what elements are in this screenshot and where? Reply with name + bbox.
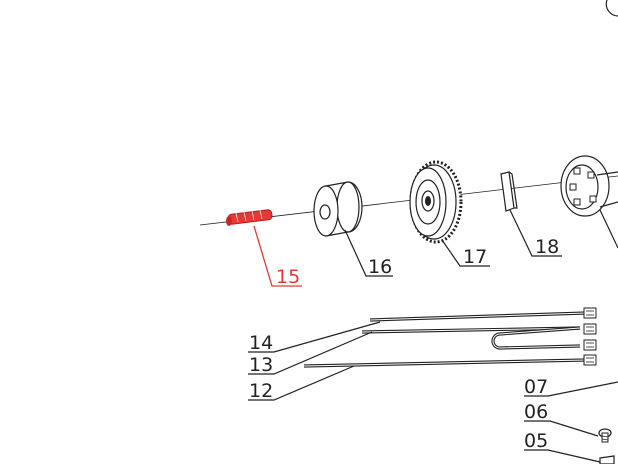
- leader-15: [253, 225, 302, 287]
- callout-06: 06: [524, 401, 548, 423]
- callout-15: 15: [276, 266, 300, 288]
- callout-16: 16: [368, 256, 392, 278]
- callout-07: 07: [524, 376, 548, 398]
- leader-16: [344, 229, 393, 277]
- leader-hub: [599, 209, 618, 249]
- part-18-key[interactable]: [500, 171, 518, 212]
- part-15-pin[interactable]: [226, 209, 273, 226]
- leader-14: [248, 321, 381, 353]
- callout-18: 18: [535, 236, 559, 258]
- leader-13: [248, 331, 373, 375]
- leader-05: [524, 449, 601, 463]
- leader-18: [509, 209, 562, 257]
- callout-14: 14: [249, 332, 273, 354]
- part-14-rod[interactable]: [369, 307, 597, 322]
- callout-13: 13: [249, 354, 273, 376]
- leader-06: [524, 420, 599, 437]
- callout-05: 05: [524, 430, 548, 452]
- corner-part-edge: [605, 0, 618, 17]
- part-13-u-rod[interactable]: [361, 323, 597, 351]
- part-06-screw[interactable]: [598, 428, 612, 443]
- part-12-rod[interactable]: [303, 354, 597, 368]
- leader-17: [441, 239, 490, 267]
- part-16-roller[interactable]: [313, 181, 363, 237]
- callout-17: 17: [463, 246, 487, 268]
- part-hub-partial[interactable]: [560, 155, 618, 217]
- leader-07: [524, 381, 618, 397]
- leader-12: [248, 365, 355, 401]
- part-17-gear[interactable]: [409, 160, 463, 244]
- callout-12: 12: [249, 380, 273, 402]
- part-05-partial[interactable]: [599, 455, 615, 464]
